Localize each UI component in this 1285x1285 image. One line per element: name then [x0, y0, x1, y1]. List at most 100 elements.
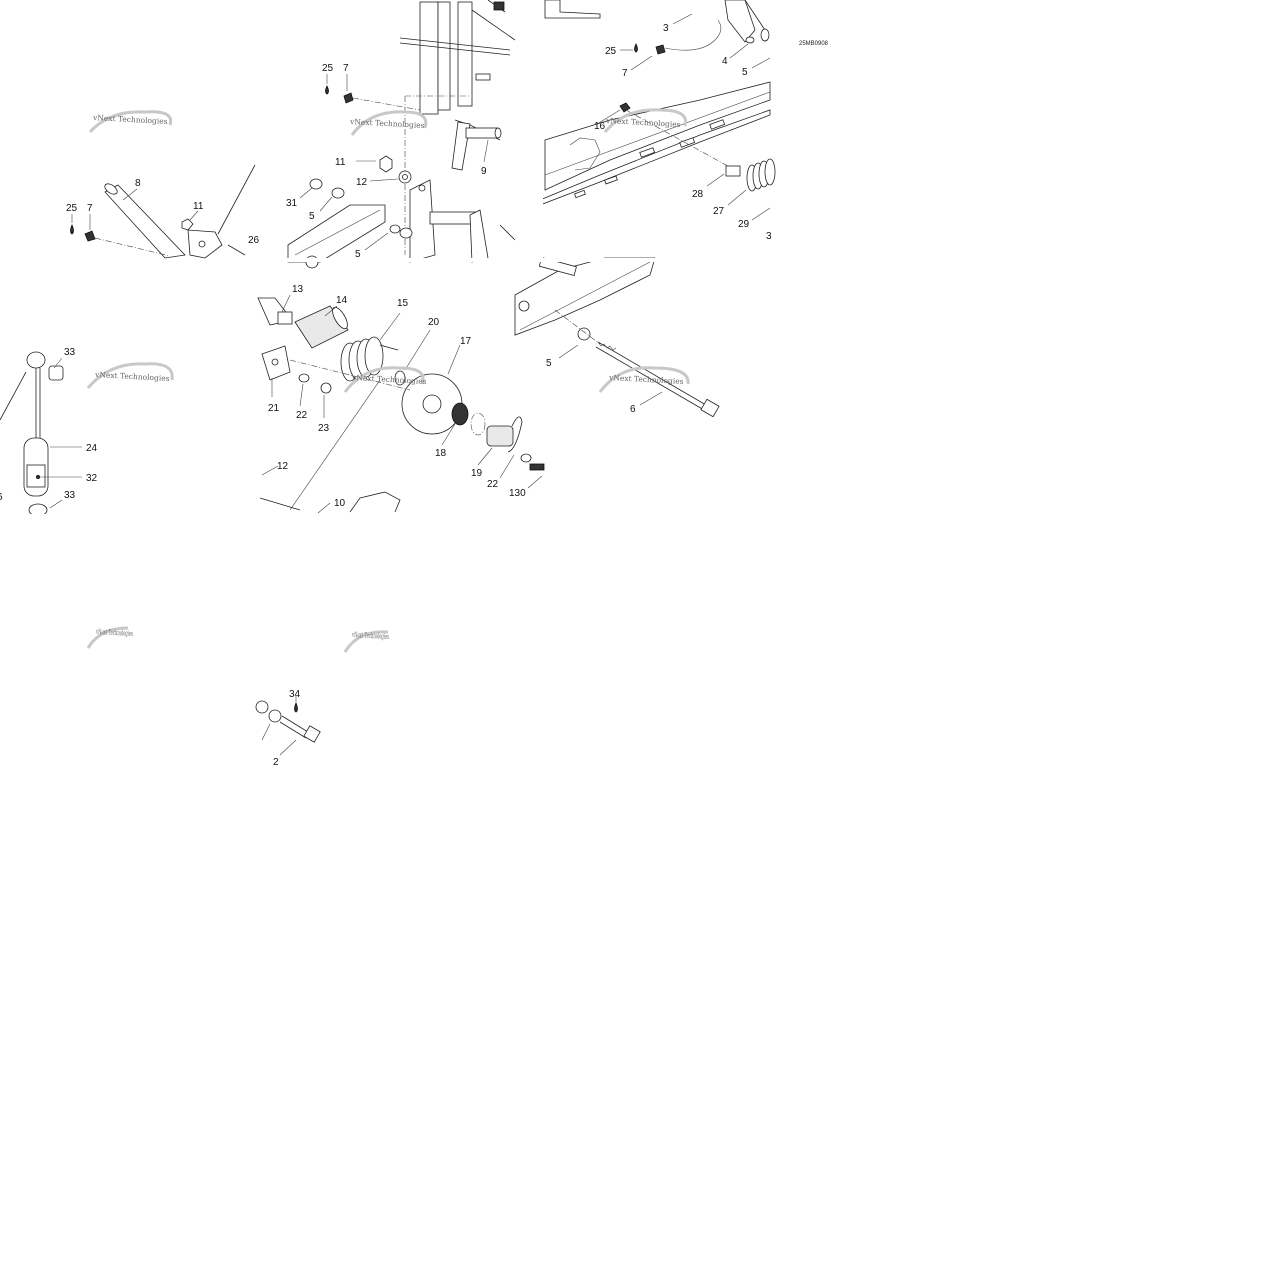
- callout-label: 31: [286, 198, 298, 209]
- callout-label: 25: [66, 203, 78, 214]
- leader-9: [483, 139, 489, 163]
- slide-rail-edge: [294, 209, 381, 256]
- bushing-13: [277, 311, 293, 325]
- fitting-axis: [352, 97, 421, 111]
- shock-label-32: [26, 464, 46, 488]
- leader-18: [441, 423, 456, 446]
- cross-rod-upper-b: [399, 42, 511, 56]
- leader-22: [299, 383, 304, 407]
- washer-5-c: [399, 227, 413, 239]
- callout-label: 7: [343, 63, 349, 74]
- callout-label: 9: [481, 166, 487, 177]
- callout-label: 11: [193, 201, 204, 212]
- leader-14: [324, 305, 338, 317]
- slide-rail-long: [544, 81, 771, 191]
- bolt-6-thread: [597, 341, 617, 351]
- watermark-text-cropped: vNext Technologies: [95, 627, 133, 638]
- stamp-c: [603, 108, 688, 133]
- crop-gap-b: [258, 258, 772, 262]
- callout-label: 21: [268, 403, 280, 414]
- callout-label: 8: [135, 178, 141, 189]
- callout-label: 5: [742, 67, 748, 78]
- callout-label: 2: [273, 757, 279, 768]
- washer-5-a: [331, 187, 345, 199]
- callout-label: 12: [277, 461, 289, 472]
- washer-22-b: [520, 453, 532, 463]
- callout-label: 22: [487, 479, 499, 490]
- leader-5a: [319, 196, 333, 212]
- callout-label: 25: [322, 63, 334, 74]
- screw-130: [529, 463, 545, 471]
- watermark-text: vNext Technologies: [351, 373, 427, 386]
- axle-9: [465, 127, 499, 139]
- callout-label: 4: [722, 56, 728, 67]
- leader-31: [299, 187, 313, 199]
- slide-rail-long-edge: [544, 91, 771, 176]
- crop-gap-a: [515, 0, 543, 258]
- callout-label: 10: [334, 498, 346, 509]
- leader-12: [369, 178, 399, 182]
- callout-label: 20: [428, 317, 440, 328]
- callout-label: 5: [546, 358, 552, 369]
- frame-edge-b: [499, 224, 516, 241]
- rod-end: [475, 73, 491, 81]
- watermark-stamps: [86, 108, 690, 653]
- leader-130: [527, 475, 543, 489]
- callout-labels: 25 7 3 25 7 4 5 25 7 8 11 26 11 12 31 5 …: [0, 23, 772, 768]
- bearing-18: [451, 402, 469, 426]
- grease-drop-25: [325, 85, 329, 95]
- rail-slot-d: [604, 175, 618, 185]
- top-bracket: [544, 0, 601, 19]
- spring-29: [746, 158, 776, 192]
- callout-label: 16: [594, 121, 606, 132]
- leader-10: [317, 502, 331, 514]
- callout-label: 7: [622, 68, 628, 79]
- stamp-f: [598, 366, 690, 393]
- bolt-12: [259, 497, 301, 511]
- washer-5-d: [577, 327, 591, 341]
- leader-15: [379, 312, 401, 341]
- shock-eye-top: [26, 351, 46, 369]
- washer-20: [394, 370, 406, 386]
- callout-label: 18: [435, 448, 447, 459]
- retaining-ring: [470, 412, 486, 436]
- bracket-hole: [418, 184, 426, 192]
- callout-label: 11: [335, 157, 346, 168]
- upper-arm-washer: [745, 36, 755, 44]
- callout-label: 14: [336, 295, 348, 306]
- cross-rod-upper: [399, 37, 511, 51]
- tile-idler-wheel: [257, 294, 545, 514]
- rail-section-edge: [519, 261, 651, 331]
- slide-rail: [287, 204, 386, 263]
- washer-12-hole: [402, 174, 408, 180]
- bracket-plate: [409, 179, 436, 263]
- callout-label: 34: [289, 689, 301, 700]
- tile-long-bolt: [514, 256, 720, 418]
- leader-22b: [499, 454, 515, 479]
- callout-label: 15: [397, 298, 409, 309]
- bolt-2-head: [303, 725, 321, 743]
- callout-label: 17: [460, 336, 472, 347]
- wheel-axis: [289, 359, 411, 391]
- bolt-2-shank: [281, 715, 309, 733]
- callout-label: 19: [471, 468, 483, 479]
- tile-shock-absorber: [0, 351, 82, 517]
- callout-label: 3: [663, 23, 669, 34]
- nut-31: [309, 178, 323, 190]
- frame-plate-mid: [437, 1, 451, 111]
- leader-8: [122, 188, 138, 201]
- leader-12b: [261, 465, 279, 476]
- callout-label: 32: [86, 473, 98, 484]
- spring-axis: [625, 109, 736, 171]
- bushing-33: [48, 365, 64, 381]
- callout-label: 25: [605, 46, 617, 57]
- callout-label: 5: [355, 249, 361, 260]
- leader-20: [404, 329, 431, 371]
- rail-section: [514, 257, 656, 336]
- bolt-6-shank: [597, 341, 707, 406]
- leader-33b: [49, 499, 63, 509]
- bolt-axis: [554, 309, 601, 345]
- bracket-26-hole: [198, 240, 206, 248]
